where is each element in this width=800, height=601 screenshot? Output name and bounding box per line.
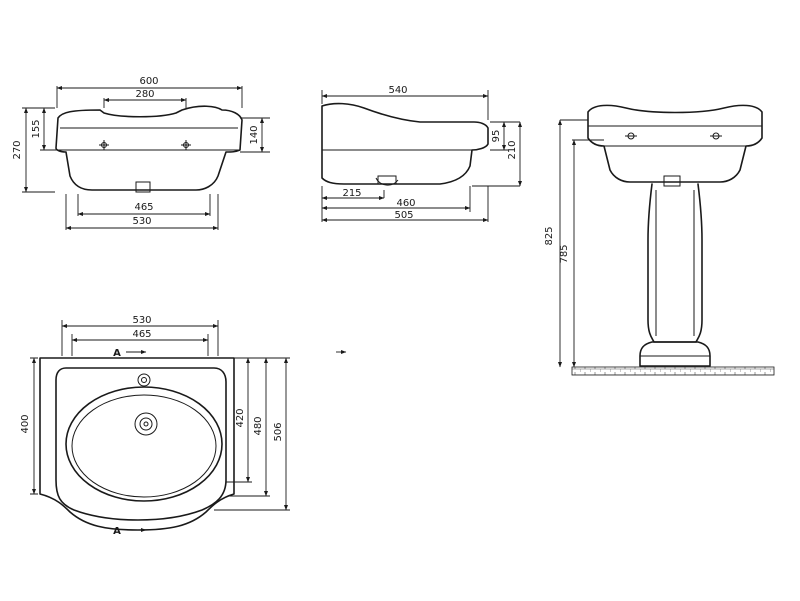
dim-540: 540 (388, 85, 407, 96)
plan-view: 530 465 A A 400 420 480 506 (20, 315, 290, 537)
dim-530-plan: 530 (132, 315, 151, 326)
section-marker-top: A (113, 348, 121, 359)
dim-460: 460 (396, 198, 415, 209)
dim-140: 140 (249, 125, 260, 144)
dim-210: 210 (507, 140, 518, 159)
front-elevation-view: 600 280 270 155 140 465 530 (12, 76, 270, 231)
side-elevation-view: 540 95 210 215 460 505 (321, 85, 523, 223)
dim-825: 825 (544, 226, 555, 245)
dim-480: 480 (253, 416, 264, 435)
dim-530: 530 (132, 216, 151, 227)
dim-420: 420 (235, 408, 246, 427)
dim-785: 785 (559, 244, 570, 263)
dim-506: 506 (273, 422, 284, 441)
dim-215: 215 (342, 188, 361, 199)
dim-95: 95 (491, 130, 502, 143)
dim-465-plan: 465 (132, 329, 151, 340)
dim-280: 280 (135, 89, 154, 100)
dim-400: 400 (20, 414, 31, 433)
dim-270: 270 (12, 140, 23, 159)
section-marker-bottom: A (113, 526, 121, 537)
dim-465: 465 (134, 202, 153, 213)
dim-155: 155 (31, 119, 42, 138)
pedestal-elevation-view: 825 785 (544, 104, 775, 376)
dim-600: 600 (139, 76, 158, 87)
dim-505: 505 (394, 210, 413, 221)
